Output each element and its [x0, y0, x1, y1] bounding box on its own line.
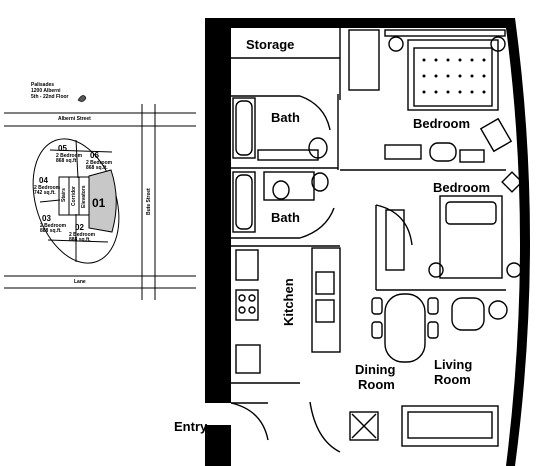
room-label-bedroom-lower: Bedroom: [433, 180, 491, 195]
unit-bedrooms: 2 Bedroom: [86, 160, 113, 166]
unit-number: 03: [42, 214, 51, 223]
core-label-corridor: Corridor: [71, 186, 77, 206]
core-label-elevators: Elevators: [81, 185, 87, 208]
unit-area: 868 sq.ft.: [56, 158, 78, 164]
unit-bedrooms: 2 Bedroom: [40, 223, 67, 229]
unit-number: 05: [58, 144, 67, 153]
key-plan-floors: 5th - 22nd Floor: [31, 94, 69, 100]
unit-area: 742 sq.ft.: [34, 190, 56, 196]
north-arrow-icon: [77, 95, 87, 102]
key-plan-address: 1200 Alberni: [31, 88, 61, 94]
unit-number: 02: [75, 223, 84, 232]
street-label-south: Lane: [74, 279, 86, 285]
unit-bedrooms: 2 Bedroom: [69, 232, 96, 238]
unit-number: 01: [92, 196, 106, 210]
core-label-stairs: Stairs: [61, 188, 67, 202]
unit-01-highlight: [88, 169, 117, 233]
room-label-living-2: Room: [434, 372, 471, 387]
unit-number: 04: [39, 176, 48, 185]
unit-area: 888 sq.ft.: [40, 228, 62, 234]
unit-bedrooms: 2 Bedroom: [56, 153, 83, 159]
room-label-bedroom-upper: Bedroom: [413, 116, 471, 131]
room-label-dining-1: Dining: [355, 362, 396, 377]
unit-number: 06: [90, 151, 99, 160]
walls: [205, 18, 530, 466]
street-label-north: Alberni Street: [58, 116, 91, 122]
room-label-entry: Entry: [174, 419, 208, 434]
room-label-storage: Storage: [246, 37, 295, 52]
key-plan-building-name: Palisades: [31, 82, 55, 88]
room-label-bath-upper: Bath: [271, 110, 300, 125]
street-label-east: Bute Street: [146, 188, 152, 215]
key-plan-map: [4, 104, 196, 300]
unit-bedrooms: 2 Bedroom: [34, 185, 61, 191]
unit-area: 888 sq.ft.: [69, 237, 91, 243]
room-label-bath-lower: Bath: [271, 210, 300, 225]
room-label-living-1: Living: [434, 357, 473, 372]
room-label-dining-2: Room: [358, 377, 395, 392]
unit-area: 868 sq.ft.: [86, 165, 108, 171]
room-label-kitchen: Kitchen: [281, 278, 296, 326]
interior-lines: [230, 28, 523, 453]
